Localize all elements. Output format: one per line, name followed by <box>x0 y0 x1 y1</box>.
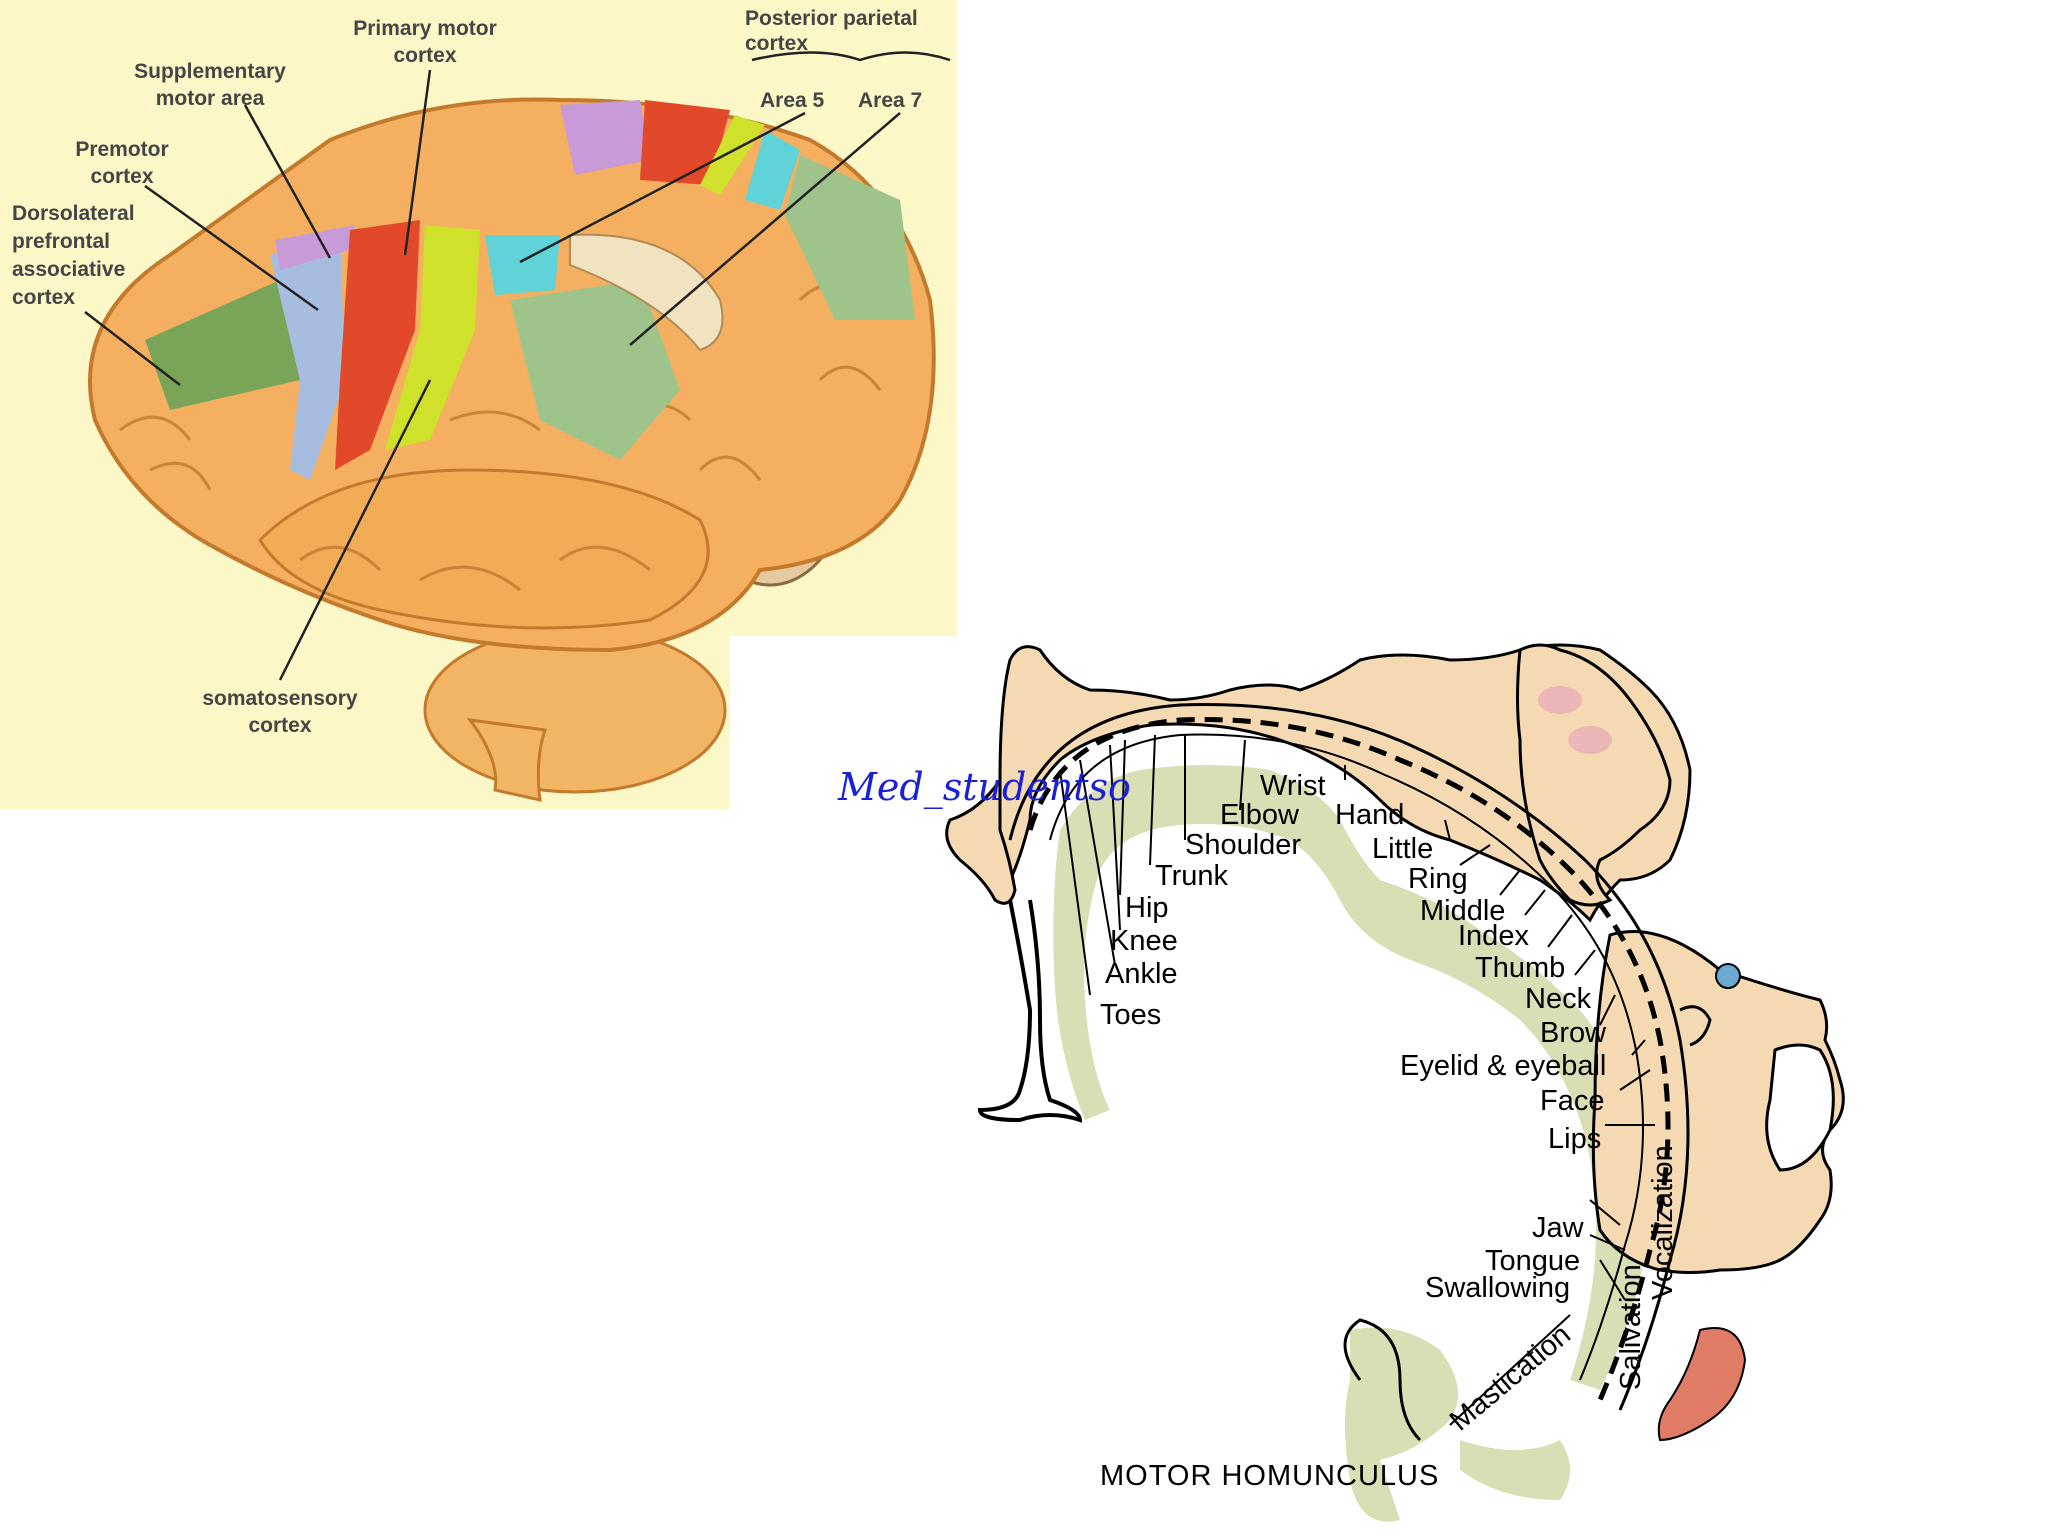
homunculus-eye <box>1715 963 1741 989</box>
label-index: Index <box>1458 920 1529 952</box>
label-face: Face <box>1540 1085 1604 1117</box>
label-elbow: Elbow <box>1220 799 1300 831</box>
supplementary-region-top <box>560 100 650 175</box>
label-tongue: Tongue <box>1485 1245 1580 1277</box>
brain-illustration <box>88 97 936 802</box>
label-vocalization: Vocalization <box>1647 1145 1679 1300</box>
somatosensory-region <box>385 225 480 450</box>
brain-leader-lines <box>84 51 951 681</box>
somatosensory-region-top <box>700 115 765 195</box>
dorsolateral-label-3: associative <box>12 258 125 281</box>
premotor-region <box>270 230 345 480</box>
supplementary-label-1: Supplementary <box>134 60 286 83</box>
label-wrist: Wrist <box>1260 770 1326 802</box>
cortex-section <box>1053 765 1648 1390</box>
primary-motor-region <box>335 220 420 470</box>
label-little: Little <box>1372 833 1433 865</box>
hand-knuckle-2 <box>1568 726 1612 754</box>
label-middle: Middle <box>1420 895 1505 927</box>
label-toes: Toes <box>1100 999 1161 1031</box>
homunculus-mouth <box>1765 1043 1835 1172</box>
label-brow: Brow <box>1540 1017 1607 1049</box>
label-knee: Knee <box>1110 925 1178 957</box>
homunculus-foot <box>945 775 1017 905</box>
label-eyelid: Eyelid & eyeball <box>1400 1050 1606 1082</box>
somatosensory-label-1: somatosensory <box>202 687 358 710</box>
supplementary-label-2: motor area <box>156 87 265 110</box>
cortex-section-lower <box>1345 1327 1458 1522</box>
watermark-text: Med_studentso <box>837 765 1131 810</box>
label-mastication: Mastication <box>1444 1319 1577 1438</box>
label-ring: Ring <box>1408 863 1468 895</box>
area7-region <box>510 280 680 460</box>
label-thumb: Thumb <box>1475 952 1565 984</box>
area5-region-top <box>745 130 800 210</box>
corpus-callosum <box>569 233 724 352</box>
label-neck: Neck <box>1525 983 1592 1015</box>
dorsolateral-label-4: cortex <box>12 286 75 309</box>
cortex-inner-line <box>1049 733 1644 1381</box>
central-sulcus-dashed <box>1027 717 1671 1401</box>
area7-label: Area 7 <box>858 89 922 112</box>
dorsolateral-label-2: prefrontal <box>12 230 110 253</box>
temporal-lobe <box>258 468 710 630</box>
label-hip: Hip <box>1125 892 1169 924</box>
homunculus-leader-lines <box>1059 734 1655 1426</box>
primary-motor-label-2: cortex <box>393 44 456 67</box>
posterior-parietal-label-2: cortex <box>745 32 808 55</box>
cortex-section-lower-right <box>1460 1440 1570 1500</box>
homunculus-body <box>988 643 1692 923</box>
label-salivation: Salivation <box>1615 1264 1647 1390</box>
somatosensory-label-2: cortex <box>248 714 311 737</box>
label-swallowing: Swallowing <box>1425 1272 1570 1304</box>
brainstem <box>466 718 547 802</box>
cerebellum <box>423 626 727 794</box>
homunculus-title: MOTOR HOMUNCULUS <box>1100 1460 1439 1492</box>
premotor-label-1: Premotor <box>75 138 168 161</box>
homunculus-labels: Wrist Elbow Hand Shoulder Little Trunk R… <box>837 765 1679 1492</box>
label-ankle: Ankle <box>1105 958 1178 990</box>
homunculus-tongue <box>1657 1327 1747 1442</box>
jaw-outline <box>1343 1318 1422 1442</box>
area5-label: Area 5 <box>760 89 825 112</box>
brain-labels: Primary motor cortex Supplementary motor… <box>12 7 922 737</box>
label-shoulder: Shoulder <box>1185 829 1301 861</box>
premotor-label-2: cortex <box>90 165 153 188</box>
label-lips: Lips <box>1548 1123 1601 1155</box>
homunculus-ear <box>1679 1005 1712 1047</box>
dorsolateral-label-1: Dorsolateral <box>12 202 135 225</box>
motor-homunculus <box>945 643 1845 1522</box>
posterior-parietal-label-1: Posterior parietal <box>745 7 918 30</box>
primary-motor-label-1: Primary motor <box>353 17 497 40</box>
area7-region-top <box>785 155 915 320</box>
supplementary-region <box>275 225 355 270</box>
label-hand: Hand <box>1335 799 1404 831</box>
prefrontal-region <box>145 280 300 410</box>
area5-region <box>485 235 560 295</box>
label-trunk: Trunk <box>1155 860 1229 892</box>
hand-knuckle-1 <box>1538 686 1582 714</box>
cortex-outer-line <box>1008 703 1690 1411</box>
leg-outline <box>977 899 1083 1123</box>
label-jaw: Jaw <box>1532 1212 1585 1244</box>
